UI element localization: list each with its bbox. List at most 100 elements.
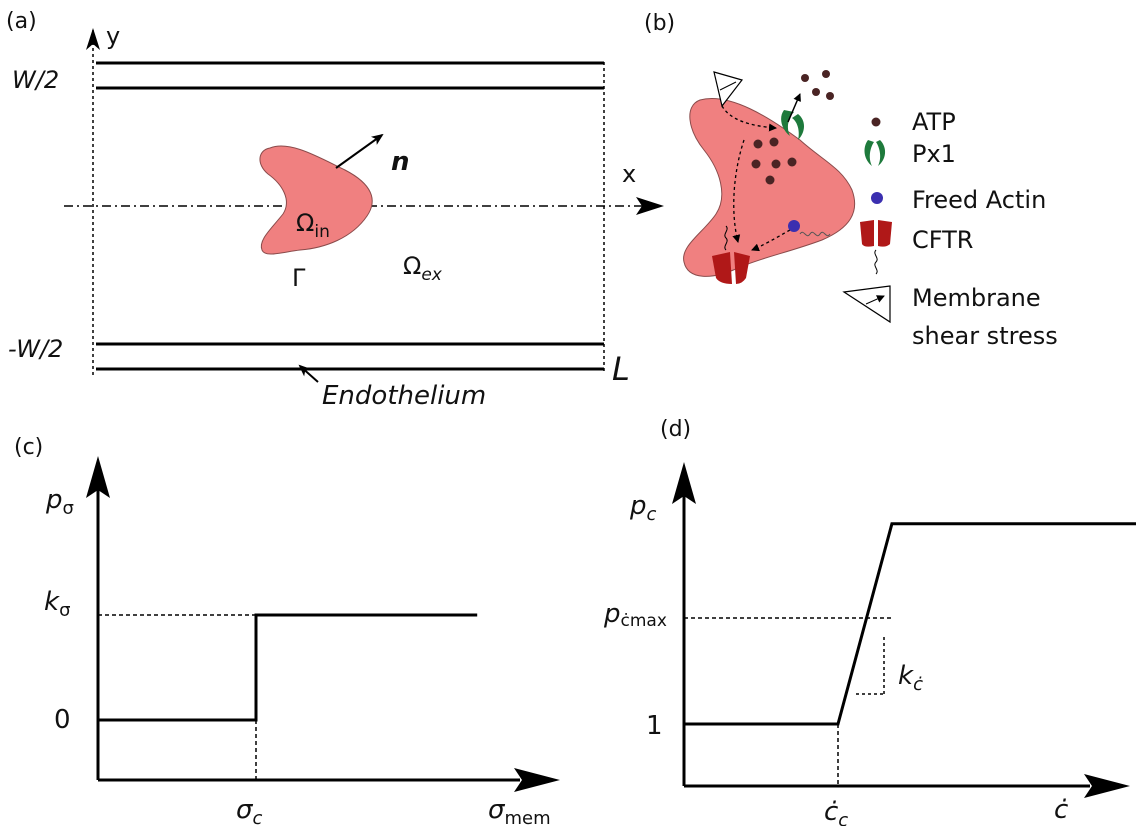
- d-pmax-symbol: p: [603, 599, 621, 629]
- legend-px1-half: [876, 140, 886, 166]
- b-atp-dot: [751, 159, 761, 169]
- d-x-label: ċ: [1054, 795, 1068, 825]
- b-shear-icon-arrow: [719, 81, 737, 91]
- b-px1-channel: [781, 110, 804, 140]
- legend-cftr-filament: [874, 249, 878, 275]
- b-px1-half: [792, 114, 804, 140]
- c-threshold-sub: c: [252, 808, 262, 826]
- a-omega-in-sub: in: [314, 222, 330, 242]
- b-freed-actin: [788, 220, 800, 232]
- legend-px1-icon: [864, 140, 886, 166]
- d-x-axis-arrowhead: [1084, 774, 1130, 798]
- a-normal-label: n: [391, 147, 410, 177]
- a-y-axis-label: y: [106, 22, 120, 50]
- d-pmax-label: pċmax: [603, 599, 667, 631]
- b-shear-icon: [713, 71, 744, 108]
- b-px1-half: [781, 110, 794, 136]
- legend-actin-icon: [871, 192, 883, 204]
- c-zero-label: 0: [54, 705, 71, 735]
- c-x-axis-arrowhead: [514, 768, 560, 792]
- b-actin-filament: [799, 231, 831, 237]
- a-endothelium-label: Endothelium: [322, 381, 486, 411]
- c-y-axis-arrowhead: [86, 456, 110, 498]
- a-top-wall-label: W/2: [12, 66, 59, 94]
- legend-shear-label-1: Membrane: [912, 284, 1041, 312]
- panel-b-label: (b): [644, 11, 675, 36]
- panel-a-label: (a): [6, 9, 37, 34]
- legend-cftr-half: [860, 220, 874, 247]
- b-atp-dot: [826, 92, 834, 100]
- a-omega-ex-sub: ex: [421, 265, 442, 285]
- legend-shear-icon-arrow: [865, 295, 885, 305]
- d-slope-label: kċ: [898, 661, 923, 695]
- d-y-label: pc: [629, 491, 657, 525]
- b-cftr-half: [712, 252, 732, 284]
- legend-cftr-half: [878, 220, 892, 247]
- b-atp-dot: [822, 70, 830, 78]
- panel-a: (a) y W/2 -W/2 L x n Ωin Γ Ωex Endotheli…: [6, 9, 664, 411]
- a-endothelium-pointer: [298, 364, 319, 383]
- c-threshold-label: σc: [236, 795, 262, 826]
- legend-cftr-icon: [860, 220, 892, 247]
- c-x-label-symbol: σ: [488, 795, 506, 825]
- b-shear-to-px1-path: [721, 105, 777, 132]
- legend-atp-icon: [871, 117, 881, 127]
- c-x-label: σmem: [488, 795, 551, 826]
- a-y-axis-arrowhead: [86, 28, 100, 50]
- d-threshold-sub: c: [838, 810, 848, 826]
- d-threshold-symbol: ċ: [824, 797, 838, 826]
- b-atp-dot: [771, 159, 781, 169]
- b-atp-inside: [751, 137, 797, 185]
- d-y-label-symbol: p: [629, 491, 647, 521]
- c-step-curve: [98, 613, 478, 722]
- a-boundary-label: Γ: [292, 264, 306, 292]
- a-omega-in-label: Ωin: [296, 209, 330, 242]
- panel-c-label: (c): [14, 435, 43, 460]
- legend-px1-half: [864, 140, 874, 166]
- a-bottom-wall-label: -W/2: [8, 335, 63, 363]
- b-atp-dot: [765, 175, 775, 185]
- b-cftr-path: [732, 139, 745, 243]
- d-threshold-label: ċc: [824, 797, 848, 826]
- b-cell: [683, 98, 856, 277]
- b-cftr-channel: [712, 252, 750, 284]
- d-y-axis-arrowhead: [672, 462, 696, 504]
- c-k-label-symbol: k: [44, 587, 60, 617]
- a-length-label: L: [612, 350, 630, 388]
- d-ramp-curve: [684, 522, 1136, 726]
- b-atp-dot: [753, 139, 763, 149]
- a-omega-in-symbol: Ω: [296, 209, 314, 237]
- legend-shear-label-2: shear stress: [912, 322, 1058, 350]
- panel-d: (d) pc pċmax 1 kċ ċc ċ: [603, 417, 1136, 826]
- d-pmax-sub: ċmax: [621, 611, 667, 631]
- a-x-axis-label: x: [622, 160, 636, 188]
- b-atp-dot: [801, 74, 809, 82]
- c-y-label-symbol: p: [45, 485, 63, 515]
- b-atp-released: [801, 70, 834, 100]
- panel-b: (b): [644, 11, 1058, 350]
- legend-px1-label: Px1: [912, 140, 956, 168]
- a-omega-ex-symbol: Ω: [403, 252, 421, 280]
- a-cell: [259, 145, 373, 255]
- c-k-label: kσ: [44, 587, 70, 621]
- b-cftr-half: [734, 252, 750, 284]
- c-x-label-sub: mem: [504, 808, 550, 826]
- d-slope-symbol: k: [898, 661, 914, 691]
- b-atp-dot: [769, 137, 779, 147]
- d-slope-sub: ċ: [913, 674, 923, 695]
- b-atp-dot: [812, 88, 820, 96]
- c-y-label-sub: σ: [63, 498, 74, 519]
- b-cftr-filament: [724, 225, 728, 251]
- legend-actin-label: Freed Actin: [912, 186, 1046, 214]
- legend-atp-label: ATP: [912, 108, 956, 136]
- d-y-label-sub: c: [647, 504, 657, 525]
- panel-c: (c) pσ kσ 0 σc σmem: [14, 435, 560, 826]
- c-y-label: pσ: [45, 485, 74, 519]
- c-threshold-symbol: σ: [236, 795, 254, 825]
- legend-cftr-label: CFTR: [912, 226, 973, 254]
- c-k-label-sub: σ: [59, 600, 70, 621]
- b-atp-release-arrow: [787, 93, 801, 123]
- b-atp-dot: [787, 157, 797, 167]
- a-x-axis-arrowhead: [636, 197, 664, 215]
